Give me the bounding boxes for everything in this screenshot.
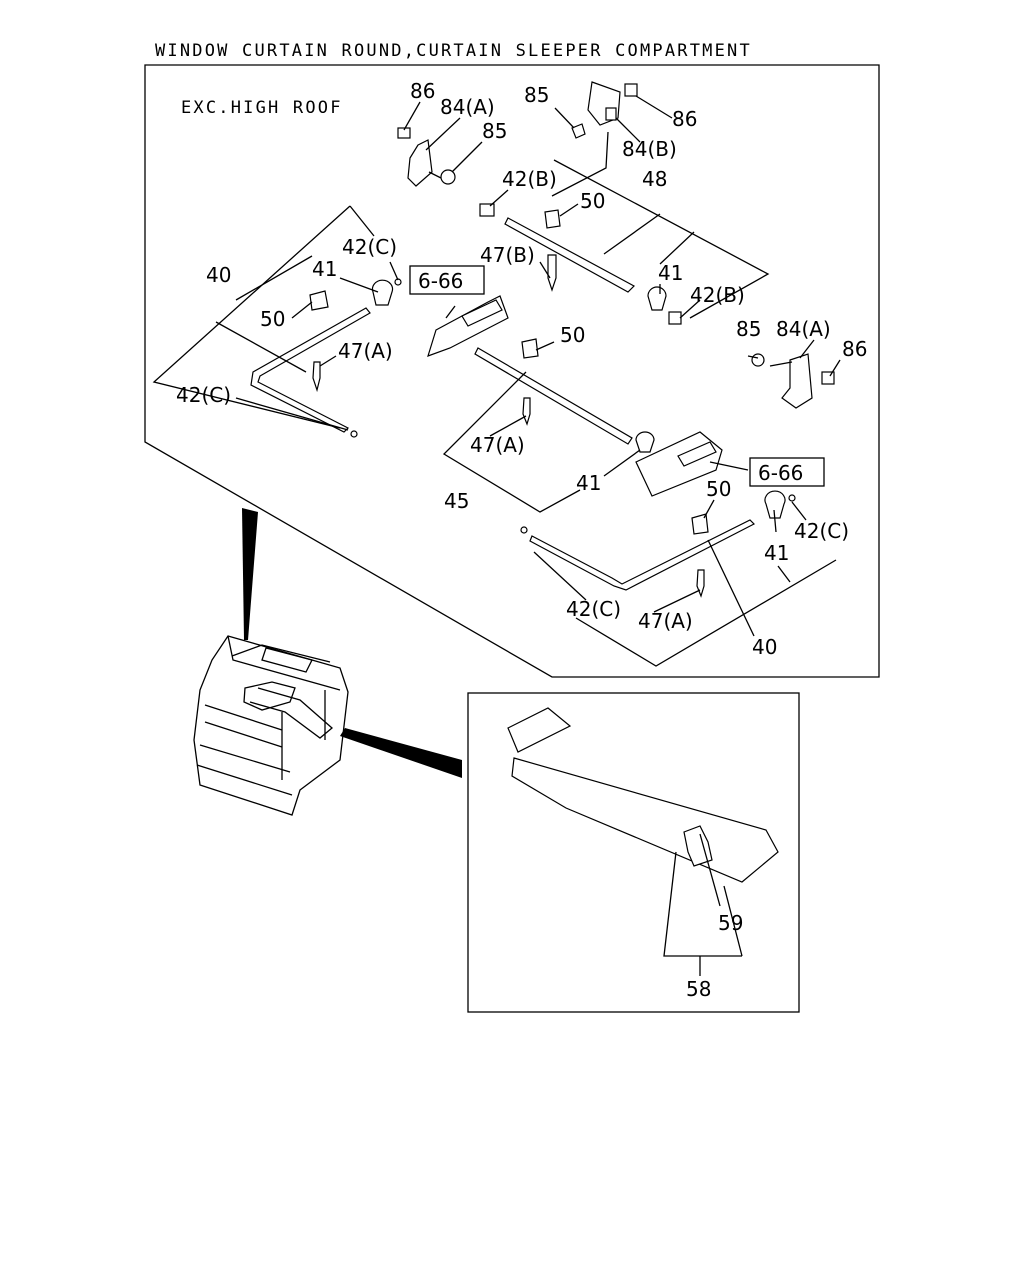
- label-85-a: 85: [482, 119, 507, 143]
- label-42c-b: 42(C): [176, 383, 231, 407]
- label-84b: 84(B): [622, 137, 677, 161]
- label-42c-a: 42(C): [342, 235, 397, 259]
- label-42b-b: 42(B): [690, 283, 745, 307]
- label-41-a: 41: [312, 257, 337, 281]
- ref-6-66-lower[interactable]: 6-66: [758, 461, 803, 485]
- label-50-a: 50: [580, 189, 605, 213]
- label-84a-b: 84(A): [776, 317, 831, 341]
- rail-48: [479, 203, 682, 325]
- ref-box-upper: [409, 265, 485, 295]
- bracket-84a-right: [751, 353, 835, 409]
- ref-6-66-upper[interactable]: 6-66: [418, 269, 463, 293]
- label-58: 58: [686, 977, 711, 1001]
- label-48: 48: [642, 167, 667, 191]
- label-42c-d: 42(C): [566, 597, 621, 621]
- label-41-d: 41: [764, 541, 789, 565]
- label-42c-c: 42(C): [794, 519, 849, 543]
- label-40-a: 40: [206, 263, 231, 287]
- label-86-a: 86: [410, 79, 435, 103]
- label-41-c: 41: [576, 471, 601, 495]
- label-86-b: 86: [672, 107, 697, 131]
- label-50-d: 50: [706, 477, 731, 501]
- label-85-b: 85: [524, 83, 549, 107]
- main-frame: [144, 64, 880, 678]
- label-47a-c: 47(A): [638, 609, 693, 633]
- page-title: WINDOW CURTAIN ROUND,CURTAIN SLEEPER COM…: [155, 4, 752, 137]
- cover-6-66-lower: [635, 431, 723, 497]
- leader-lines: [152, 95, 841, 976]
- label-45: 45: [444, 489, 469, 513]
- label-59: 59: [718, 911, 743, 935]
- label-86-c: 86: [842, 337, 867, 361]
- label-84a-a: 84(A): [440, 95, 495, 119]
- label-47b: 47(B): [480, 243, 535, 267]
- pointer-to-inset: [340, 728, 462, 778]
- label-50-c: 50: [560, 323, 585, 347]
- label-47a-a: 47(A): [338, 339, 393, 363]
- ref-box-lower: [749, 457, 825, 487]
- label-50-b: 50: [260, 307, 285, 331]
- label-42b-a: 42(B): [502, 167, 557, 191]
- track-40-right: [520, 490, 796, 598]
- cover-6-66-upper: [427, 295, 509, 357]
- title-line-1: WINDOW CURTAIN ROUND,CURTAIN SLEEPER COM…: [155, 41, 752, 61]
- label-47a-b: 47(A): [470, 433, 525, 457]
- bracket-84b: [571, 81, 638, 139]
- curtain-illustration: [507, 707, 779, 883]
- title-line-2: EXC.HIGH ROOF: [181, 98, 343, 118]
- inset-frame: [467, 692, 800, 1013]
- rail-45: [474, 338, 655, 453]
- label-41-b: 41: [658, 261, 683, 285]
- label-85-c: 85: [736, 317, 761, 341]
- label-40-b: 40: [752, 635, 777, 659]
- bracket-84a-top: [397, 127, 456, 187]
- cab-illustration: [193, 635, 349, 816]
- pointer-to-main: [242, 508, 258, 640]
